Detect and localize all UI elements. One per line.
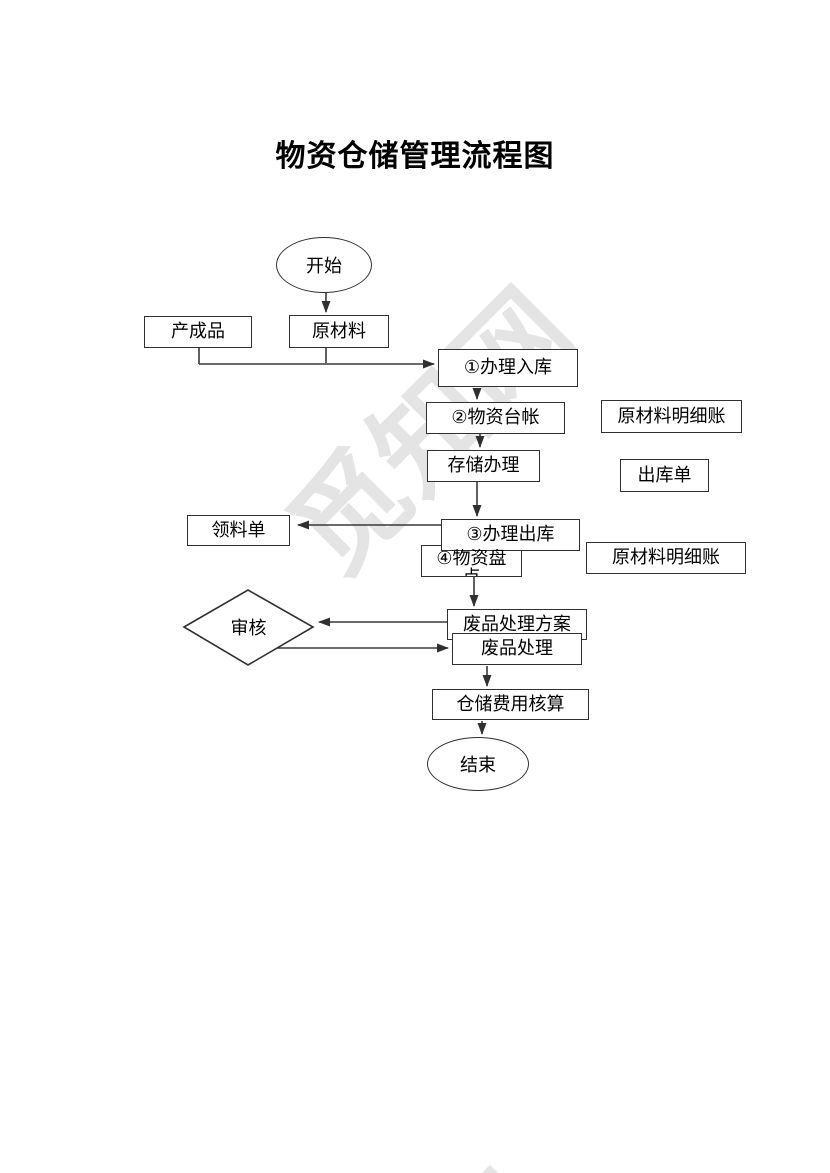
node-review-label: 审核 — [230, 618, 267, 638]
node-step1-inbound: ①办理入库 — [438, 349, 578, 387]
page-title: 物资仓储管理流程图 — [275, 140, 555, 173]
node-detail-ledger-1: 原材料明细账 — [601, 400, 742, 433]
review-diamond-shape — [182, 589, 315, 666]
node-cost-accounting: 仓储费用核算 — [432, 689, 589, 720]
node-picking-slip: 领料单 — [187, 515, 290, 546]
node-detail-ledger-2: 原材料明细账 — [586, 542, 746, 574]
node-finished-goods: 产成品 — [144, 316, 252, 348]
node-outbound-slip: 出库单 — [620, 459, 709, 492]
node-scrap-handle: 废品处理 — [452, 633, 582, 665]
node-start: 开始 — [276, 237, 372, 293]
node-end: 结束 — [427, 737, 529, 791]
node-raw-material: 原材料 — [289, 315, 389, 348]
node-step2-ledger: ②物资台帐 — [426, 402, 565, 434]
node-step4-inventory-label: ④物资盘点 — [436, 549, 507, 576]
node-step3-outbound: ③办理出库 — [441, 519, 580, 551]
node-storage: 存储办理 — [427, 450, 540, 482]
